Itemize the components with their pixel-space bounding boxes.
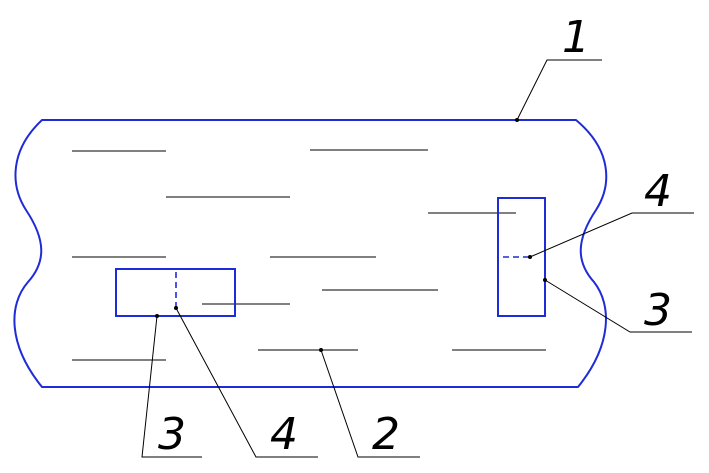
callout-insert-left: 3 [158, 409, 186, 460]
callout-matrix: 2 [372, 409, 400, 460]
leader-dot-body [515, 118, 519, 122]
leader-insert-right-axis [529, 212, 694, 258]
leader-insert-left [141, 315, 202, 458]
leader-insert-left-axis [175, 307, 318, 458]
callout-insert-right-axis: 4 [644, 166, 672, 217]
leader-body [516, 59, 602, 121]
leader-insert-right [544, 279, 692, 333]
leader-dot-insert-left-axis [174, 306, 178, 310]
callout-insert-right: 3 [644, 285, 672, 336]
leader-matrix [320, 349, 420, 458]
leader-dot-insert-left [155, 314, 159, 318]
leader-lines [141, 59, 694, 458]
callout-insert-left-axis: 4 [270, 409, 298, 460]
leader-dot-insert-right-axis [528, 255, 532, 259]
leader-dot-insert-right [543, 278, 547, 282]
callout-body: 1 [562, 12, 590, 63]
matrix-hatching [72, 149, 546, 361]
body-outline [13, 119, 608, 388]
insert-left [115, 268, 236, 317]
leader-dot-matrix [319, 348, 323, 352]
insert-right [497, 197, 546, 317]
